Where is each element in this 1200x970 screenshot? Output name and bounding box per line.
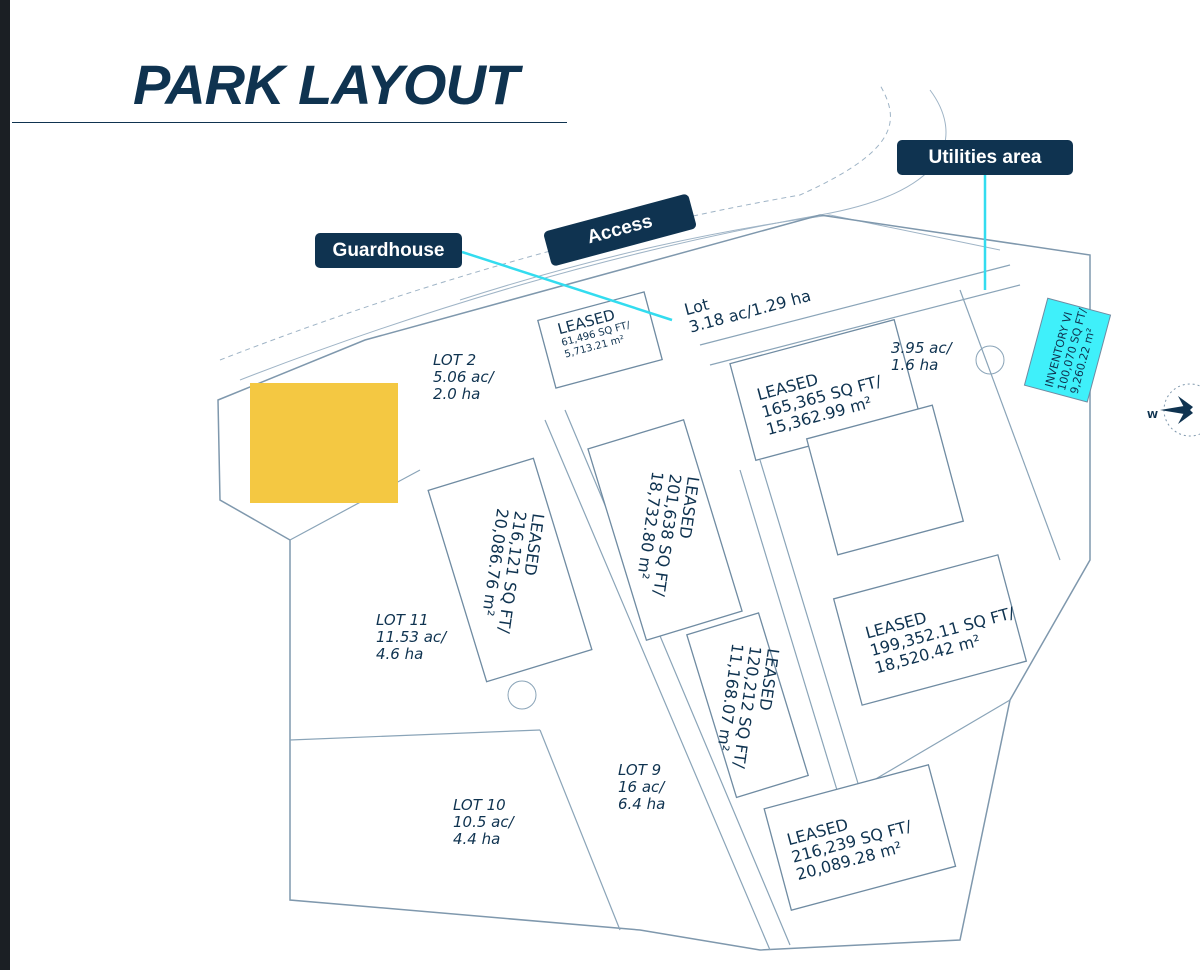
access-road	[459, 214, 1001, 301]
building-blank	[805, 404, 965, 556]
highway-curve	[219, 84, 891, 361]
title-underline	[12, 122, 567, 123]
road-diagonal	[564, 409, 791, 946]
lot-line	[289, 469, 421, 541]
roundabout	[975, 345, 1005, 375]
lot-east-label: 3.95 ac/1.6 ha	[891, 339, 952, 374]
road-east	[959, 289, 1061, 561]
left-edge-bar	[0, 0, 10, 970]
road-main	[709, 284, 1021, 366]
building-1	[537, 291, 663, 389]
road-main	[699, 264, 1011, 346]
redaction-block	[250, 383, 398, 503]
guardhouse-callout: Guardhouse	[315, 233, 462, 268]
building-5	[685, 612, 810, 799]
guardhouse-pointer	[461, 250, 673, 322]
building-4	[587, 418, 743, 642]
building-6	[832, 554, 1028, 706]
lot-line	[539, 729, 621, 931]
cul-de-sac	[507, 680, 537, 710]
building-3	[427, 457, 593, 683]
page-title: PARK LAYOUT	[133, 53, 519, 116]
road-spine	[739, 469, 841, 801]
compass-west-label: W	[1147, 410, 1159, 421]
lot-line	[289, 729, 541, 741]
road-spine	[759, 459, 861, 791]
building-7	[763, 764, 957, 912]
road-diagonal	[544, 419, 771, 951]
inventory-building	[1023, 297, 1112, 403]
utilities-callout: Utilities area	[897, 140, 1073, 175]
compass-rose-icon	[1160, 383, 1200, 437]
